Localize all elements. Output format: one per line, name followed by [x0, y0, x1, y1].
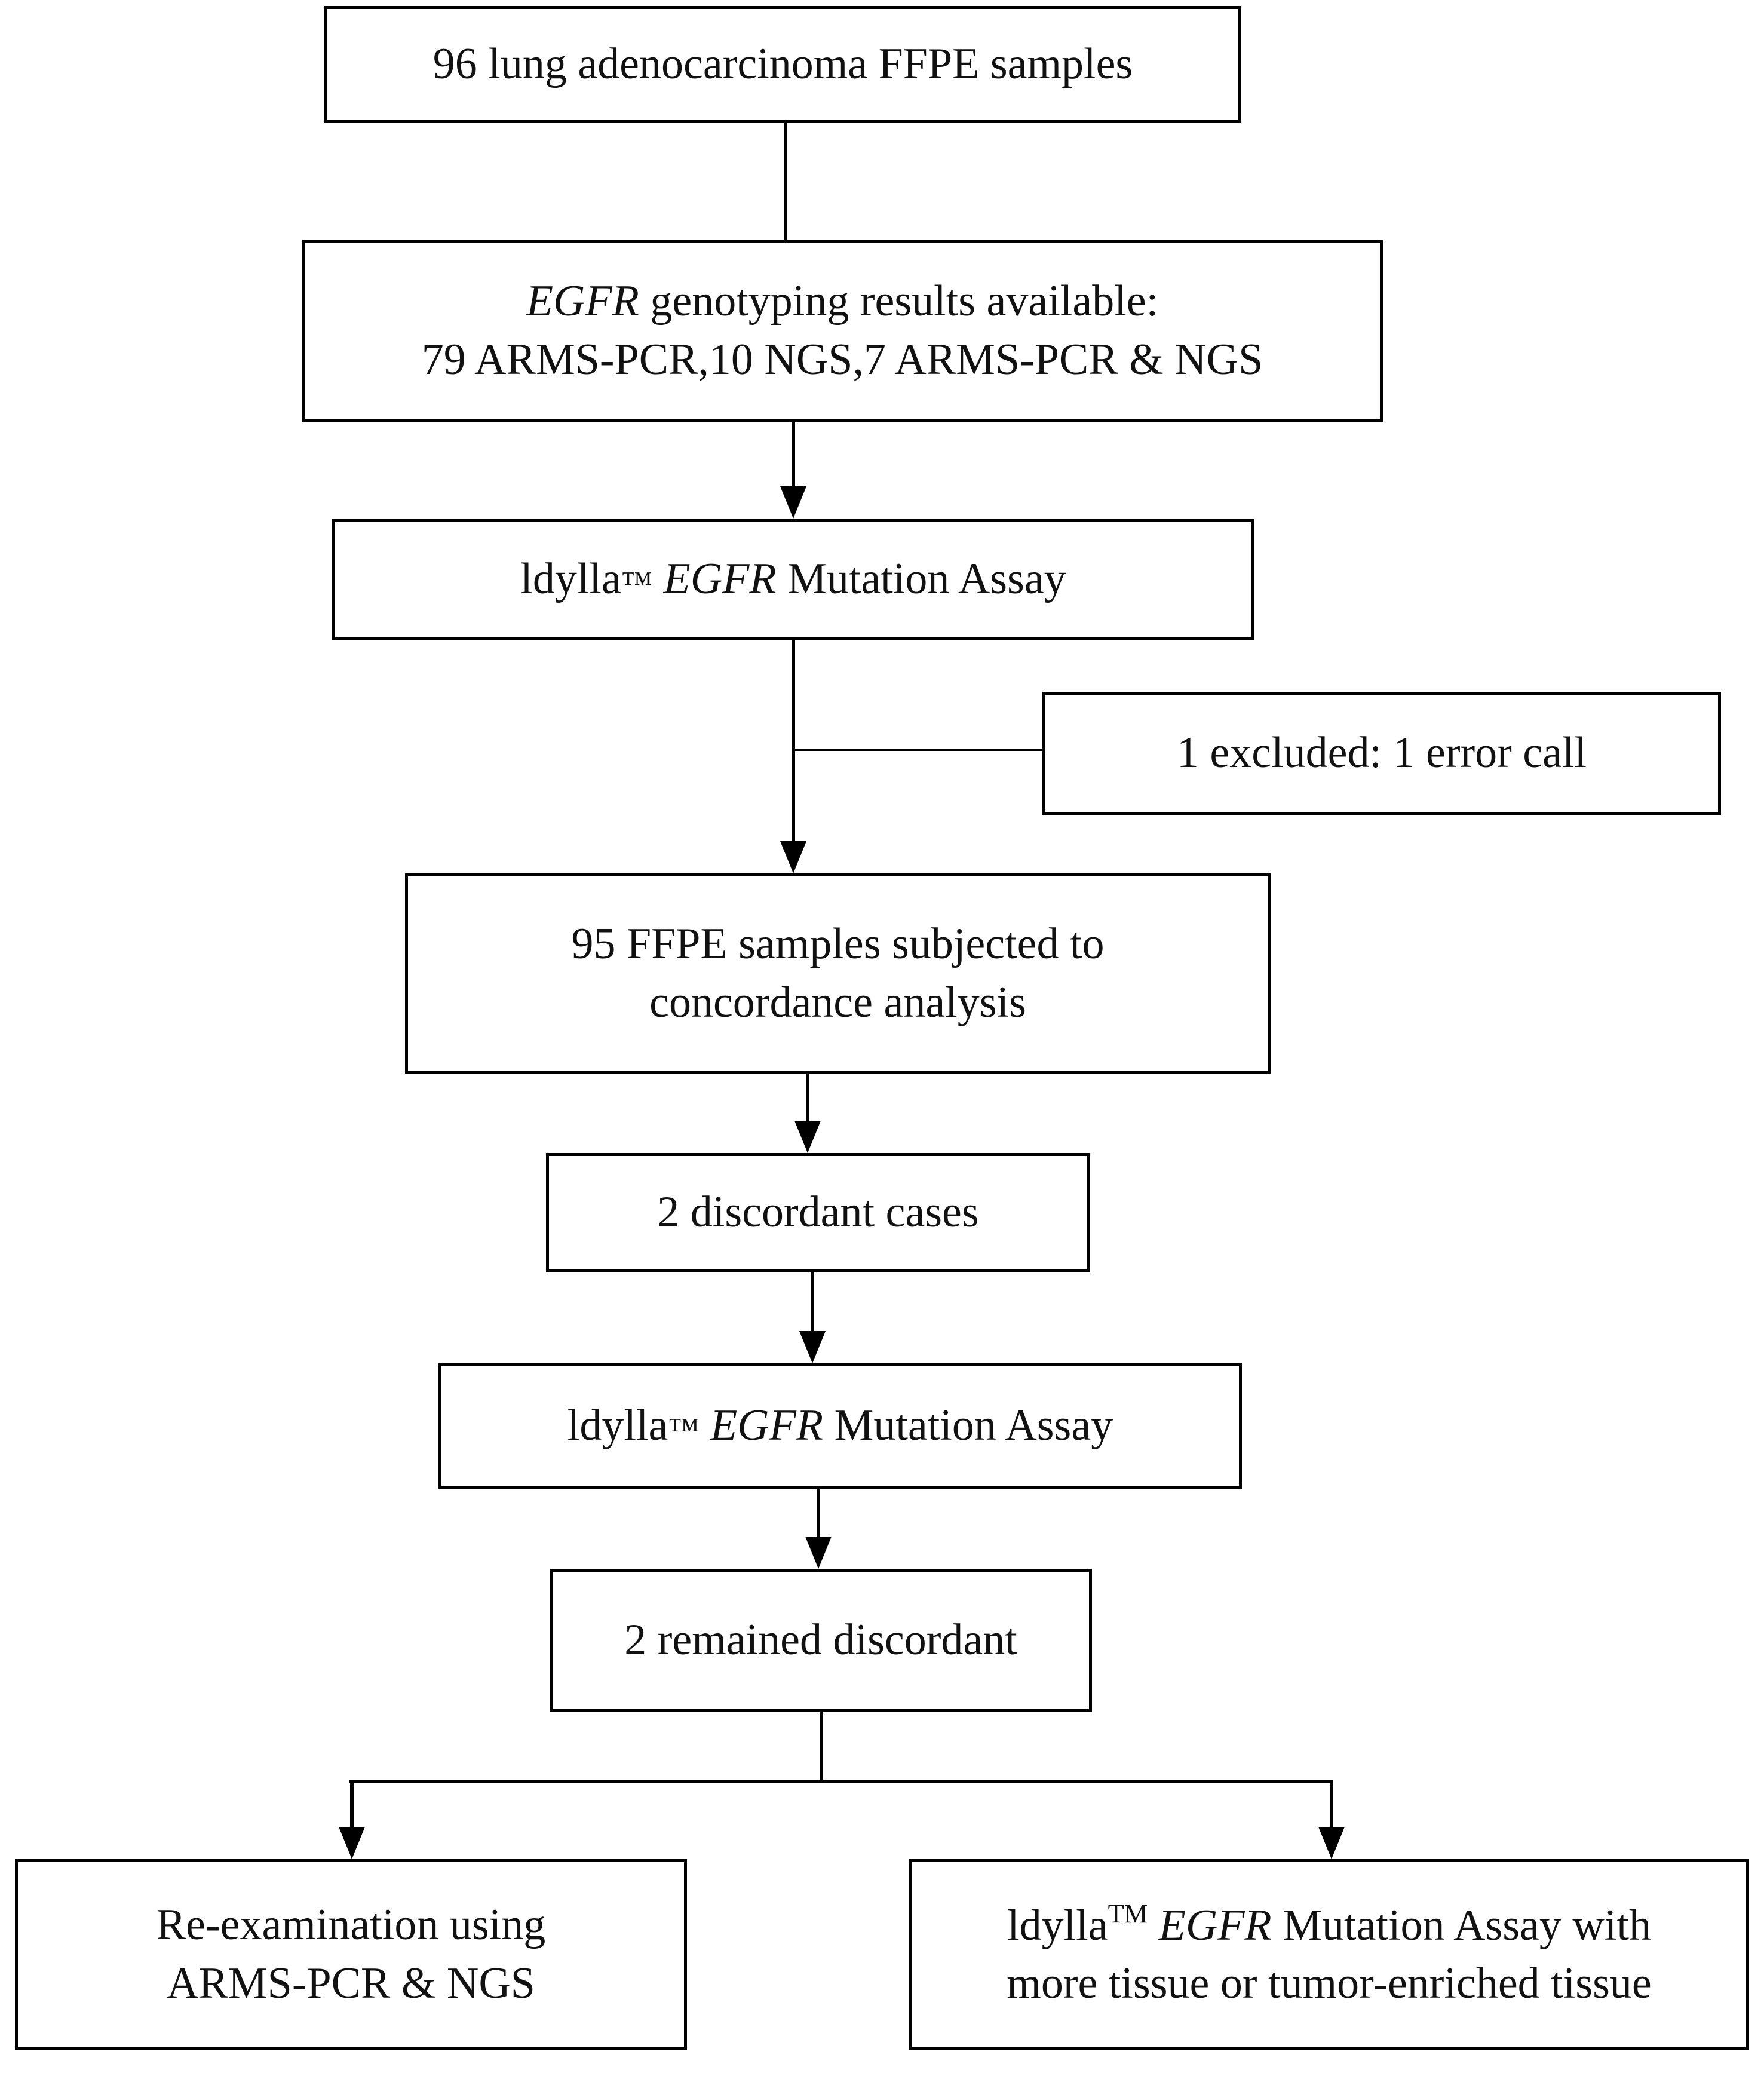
- connector-arrow-2-3: [792, 422, 795, 486]
- arrowhead-6-7: [805, 1537, 832, 1569]
- assay-prefix: ldylla: [520, 554, 621, 604]
- assay-prefix: ldylla: [567, 1401, 668, 1451]
- connector-arrow-4-5: [806, 1074, 809, 1121]
- connector-line-split: [820, 1712, 823, 1781]
- box-discordant-cases-text: 2 discordant cases: [657, 1188, 979, 1237]
- box-re-examination: Re-examination using ARMS-PCR & NGS: [15, 1859, 687, 2050]
- connector-line-1-2: [784, 123, 787, 240]
- connector-line-excluded: [793, 749, 1042, 751]
- box-genotyping-results: EGFR genotyping results available: 79 AR…: [302, 240, 1383, 422]
- arrowhead-7-9: [1318, 1827, 1345, 1859]
- box-re-examination-line2: ARMS-PCR & NGS: [167, 1959, 535, 2008]
- box-idylla-more-tissue: ldyllaTM EGFR Mutation Assay with more t…: [909, 1859, 1749, 2050]
- connector-arrow-6-7: [817, 1489, 820, 1538]
- box-idylla-more-tissue-line1: ldyllaTM EGFR Mutation Assay with: [1007, 1896, 1651, 1955]
- box-concordance-line2: concordance analysis: [649, 977, 1026, 1027]
- arrowhead-3-4: [780, 841, 806, 873]
- assay-suffix: Mutation Assay: [823, 1401, 1113, 1451]
- box-genotyping-line1: EGFR genotyping results available:: [526, 272, 1158, 331]
- assay-suffix: Mutation Assay: [776, 554, 1066, 604]
- box-concordance-line1: 95 FFPE samples subjected to: [571, 919, 1105, 968]
- box-samples: 96 lung adenocarcinoma FFPE samples: [324, 6, 1241, 123]
- box-genotyping-line1-rest: genotyping results available:: [639, 277, 1159, 326]
- gene-name: EGFR: [1158, 1900, 1272, 1950]
- box-concordance-analysis: 95 FFPE samples subjected to concordance…: [405, 873, 1271, 1074]
- connector-arrow-5-6: [811, 1272, 814, 1332]
- box-idylla-assay-2-text: ldylla™ EGFR Mutation Assay: [567, 1397, 1113, 1455]
- box-idylla-assay-1-text: ldylla™ EGFR Mutation Assay: [520, 550, 1066, 609]
- gene-name: EGFR: [710, 1401, 824, 1451]
- box-remained-discordant-text: 2 remained discordant: [624, 1615, 1017, 1665]
- gene-name: EGFR: [663, 554, 777, 604]
- box-re-examination-line1: Re-examination using: [156, 1900, 546, 1950]
- assay-suffix: Mutation Assay with: [1271, 1900, 1651, 1950]
- box-genotyping-line2: 79 ARMS-PCR,10 NGS,7 ARMS-PCR & NGS: [421, 335, 1263, 384]
- connector-arrow-7-8: [350, 1780, 354, 1828]
- box-discordant-cases: 2 discordant cases: [546, 1153, 1090, 1272]
- arrowhead-7-8: [339, 1827, 365, 1859]
- arrowhead-5-6: [799, 1331, 826, 1363]
- connector-arrow-3-4: [792, 640, 795, 842]
- connector-line-horizontal: [349, 1780, 1333, 1783]
- box-excluded: 1 excluded: 1 error call: [1042, 692, 1721, 815]
- box-excluded-text: 1 excluded: 1 error call: [1176, 728, 1587, 778]
- trademark-symbol: TM: [1108, 1898, 1148, 1928]
- trademark-symbol: ™: [668, 1412, 700, 1448]
- gene-name: EGFR: [526, 277, 639, 326]
- trademark-symbol: ™: [621, 565, 653, 601]
- connector-arrow-7-9: [1330, 1780, 1333, 1828]
- box-remained-discordant: 2 remained discordant: [550, 1569, 1092, 1712]
- assay-prefix: ldylla: [1007, 1900, 1108, 1950]
- box-idylla-assay-2: ldylla™ EGFR Mutation Assay: [438, 1363, 1242, 1489]
- arrowhead-4-5: [794, 1121, 821, 1153]
- arrowhead-2-3: [780, 486, 806, 519]
- box-idylla-assay-1: ldylla™ EGFR Mutation Assay: [332, 519, 1254, 640]
- box-idylla-more-tissue-line2: more tissue or tumor-enriched tissue: [1007, 1959, 1652, 2008]
- box-samples-text: 96 lung adenocarcinoma FFPE samples: [432, 39, 1133, 89]
